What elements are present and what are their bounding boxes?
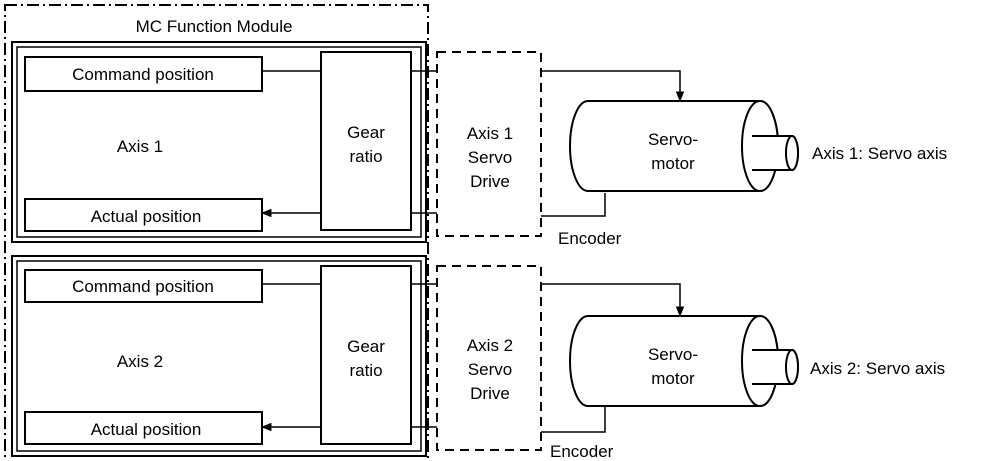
axis-1-gear-label: Gear xyxy=(347,123,385,142)
axis-2-group: Command position Axis 2 Actual position … xyxy=(11,255,945,461)
axis-2-frame-inner xyxy=(16,260,422,452)
axis-1-command-position-box xyxy=(24,56,263,92)
axis-2-servo-drive-box xyxy=(436,265,542,451)
module-title: MC Function Module xyxy=(136,17,293,36)
axis-2-ratio-label: ratio xyxy=(349,361,382,380)
axis-2-drive-to-motor-arrow xyxy=(541,283,685,318)
axis-2-servomotor: Servo- motor xyxy=(569,315,799,407)
axis-1-label: Axis 1 xyxy=(117,137,163,156)
axis-1-encoder-feedback-line xyxy=(541,193,606,217)
mc-function-module-boundary xyxy=(4,4,429,461)
axis-1-servo-drive-box xyxy=(436,51,542,237)
axis-2-gear-label: Gear xyxy=(347,337,385,356)
axis-1-motor-shaft-end xyxy=(785,135,799,171)
axis-2-servo-axis-label: Axis 2: Servo axis xyxy=(810,359,945,378)
axis-1-drive-line3: Drive xyxy=(470,172,510,191)
axis-1-drive-to-motor-arrow xyxy=(541,70,685,103)
axis-1-actual-position-box xyxy=(24,198,263,232)
axis-2-encoder-label: Encoder xyxy=(550,442,614,461)
axis-2-drive-line1: Axis 2 xyxy=(467,336,513,355)
axis-2-motor-line1: Servo- xyxy=(648,345,698,364)
axis-2-drive-line2: Servo xyxy=(468,360,512,379)
axis-1-drive-line2: Servo xyxy=(468,148,512,167)
axis-2-motor-shaft-end xyxy=(785,349,799,385)
axis-2-motor-line2: motor xyxy=(651,369,695,388)
axis-2-command-position-box xyxy=(24,269,263,303)
axis-1-frame-outer xyxy=(11,41,427,243)
axis-2-encoder-feedback-line xyxy=(541,406,606,433)
axis-2-drive-line3: Drive xyxy=(470,384,510,403)
axis-2-command-position-label: Command position xyxy=(72,277,214,296)
axis-1-frame-inner xyxy=(16,46,422,238)
axis-2-gear-ratio-box xyxy=(320,265,412,445)
axis-1-servomotor: Servo- motor xyxy=(569,100,799,192)
axis-2-label: Axis 2 xyxy=(117,352,163,371)
axis-1-command-position-label: Command position xyxy=(72,65,214,84)
axis-2-frame-outer xyxy=(11,255,427,457)
axis-1-motor-line2: motor xyxy=(651,154,695,173)
axis-1-drive-line1: Axis 1 xyxy=(467,124,513,143)
axis-1-servo-axis-label: Axis 1: Servo axis xyxy=(812,144,947,163)
axis-2-actual-position-label: Actual position xyxy=(91,420,202,439)
axis-1-encoder-label: Encoder xyxy=(558,229,622,248)
axis-1-actual-position-label: Actual position xyxy=(91,207,202,226)
axis-1-group: Command position Axis 1 Actual position … xyxy=(11,41,947,248)
axis-1-ratio-label: ratio xyxy=(349,147,382,166)
axis-1-motor-line1: Servo- xyxy=(648,130,698,149)
axis-1-gear-ratio-box xyxy=(320,51,412,231)
